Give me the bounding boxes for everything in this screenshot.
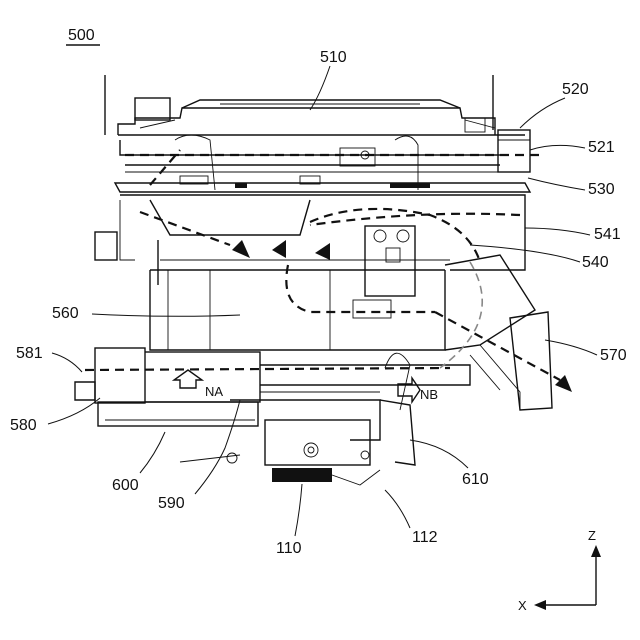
svg-text:540: 540 xyxy=(582,254,609,271)
exhaust-guide-570 xyxy=(445,255,552,410)
svg-text:570: 570 xyxy=(600,347,627,364)
callout-600: 600 xyxy=(112,432,165,494)
svg-text:581: 581 xyxy=(16,345,43,362)
callout-530: 530 xyxy=(528,178,615,198)
svg-text:110: 110 xyxy=(276,540,302,557)
top-cover-510 xyxy=(105,75,525,135)
callout-610: 610 xyxy=(410,440,489,488)
flow-label-na: NA xyxy=(205,384,223,399)
svg-text:610: 610 xyxy=(462,471,489,488)
svg-text:510: 510 xyxy=(320,49,347,66)
callout-110: 110 xyxy=(276,484,302,557)
svg-text:530: 530 xyxy=(588,181,615,198)
flow-label-nb: NB xyxy=(420,387,438,402)
callout-560: 560 xyxy=(52,305,240,322)
svg-text:112: 112 xyxy=(412,529,438,546)
callout-521: 521 xyxy=(530,139,615,156)
callout-520: 520 xyxy=(520,81,589,128)
svg-text:590: 590 xyxy=(158,495,185,512)
axis-label-z: Z xyxy=(588,528,596,543)
callout-581: 581 xyxy=(16,345,82,372)
axis-indicator: Z X xyxy=(518,528,601,613)
callout-580: 580 xyxy=(10,398,100,434)
svg-text:541: 541 xyxy=(594,226,621,243)
callout-112: 112 xyxy=(385,490,438,546)
svg-text:580: 580 xyxy=(10,417,37,434)
svg-text:560: 560 xyxy=(52,305,79,322)
svg-text:521: 521 xyxy=(588,139,615,156)
callout-541: 541 xyxy=(525,226,621,243)
figure-number: 500 xyxy=(68,27,95,44)
callout-570: 570 xyxy=(545,340,627,364)
board-stack xyxy=(115,130,530,192)
svg-text:520: 520 xyxy=(562,81,589,98)
flow-na-marker: NA xyxy=(174,370,223,399)
air-flow-paths xyxy=(85,150,560,380)
svg-text:600: 600 xyxy=(112,477,139,494)
callout-510: 510 xyxy=(310,49,347,110)
axis-label-x: X xyxy=(518,598,527,613)
duct-housing-540 xyxy=(95,195,525,296)
callout-540: 540 xyxy=(470,245,609,271)
